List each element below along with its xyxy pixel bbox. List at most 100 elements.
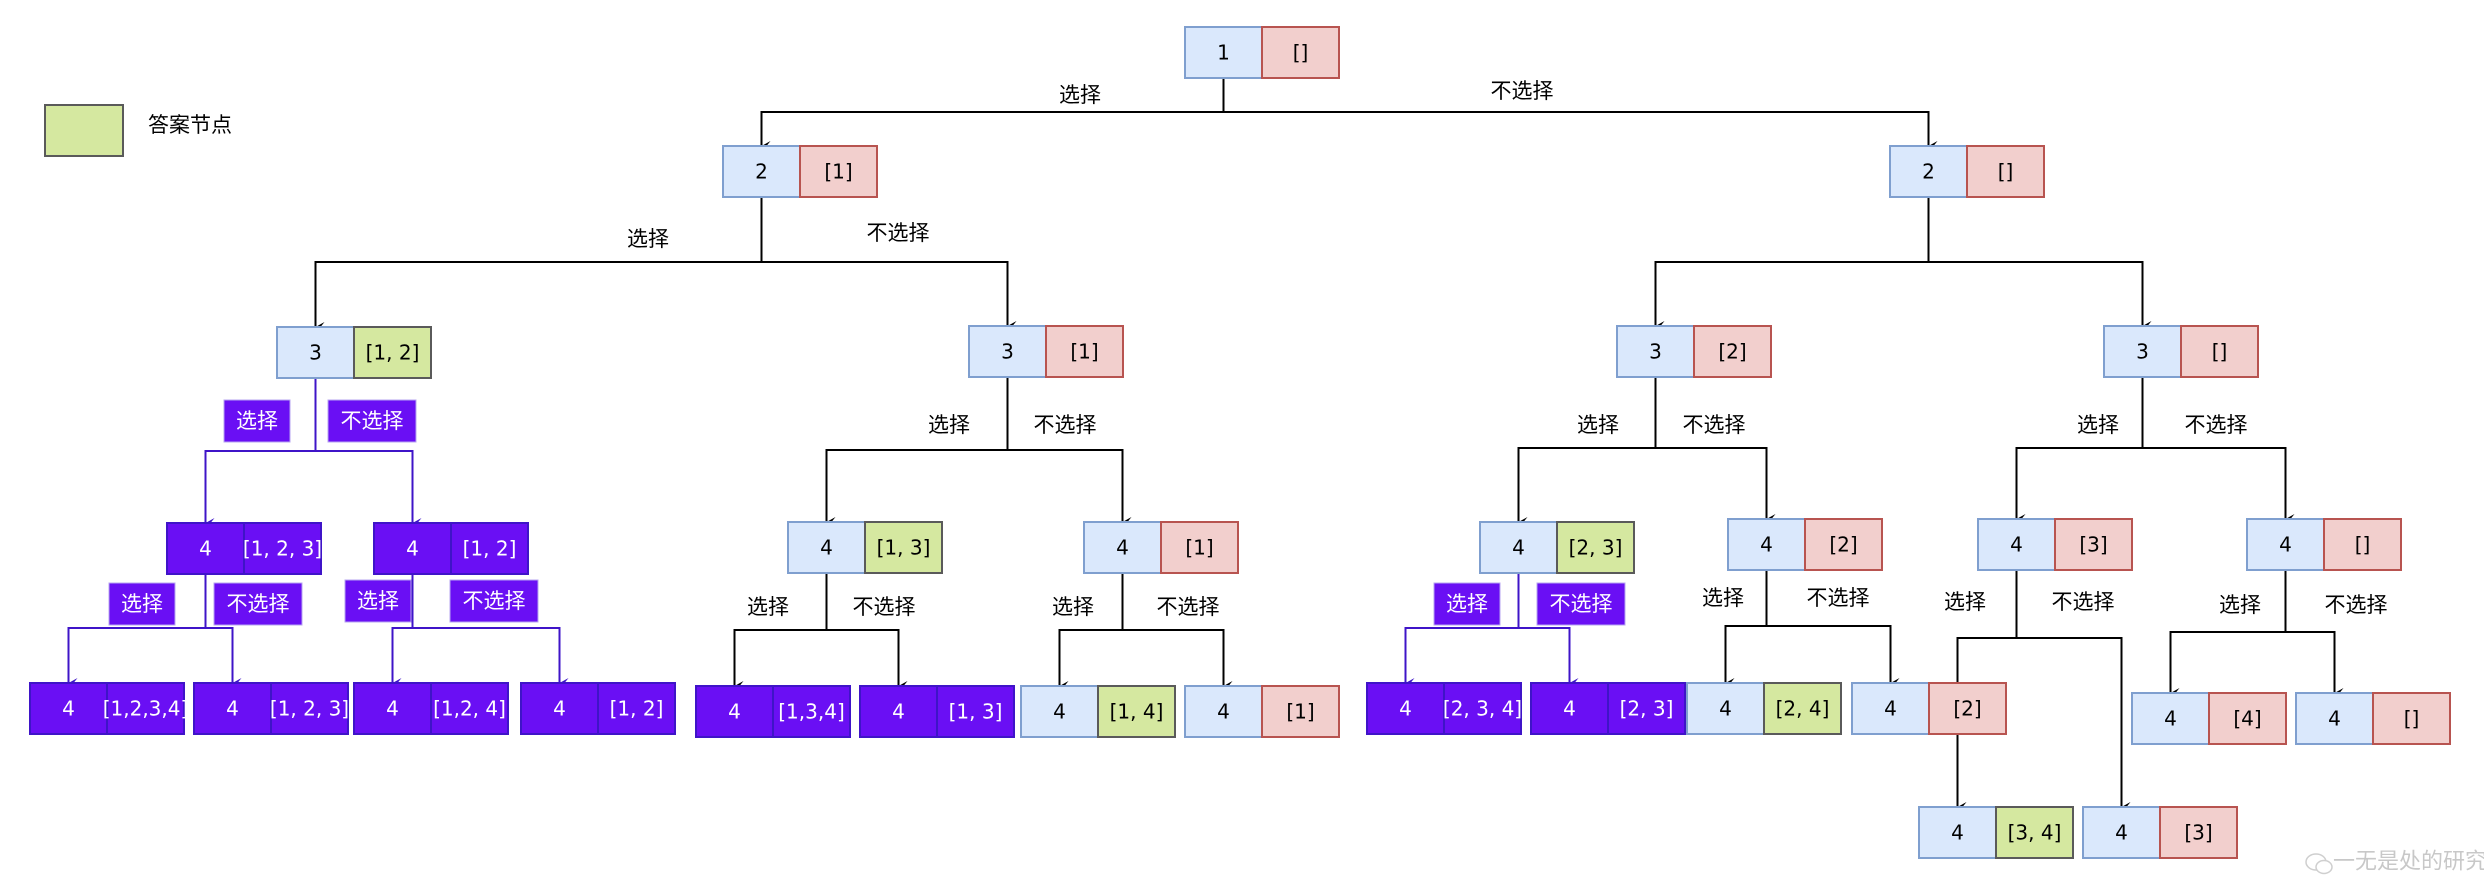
pruned-label-box (108, 582, 176, 626)
node-index-cell (1889, 145, 1968, 198)
node-subset-cell (430, 682, 509, 735)
node-subset-cell (1261, 26, 1340, 79)
edge-label-text: 选择 (1702, 586, 1744, 610)
node-subset: [1, 2] (610, 697, 664, 721)
edge-label-skip: 不选择 (1807, 586, 1870, 610)
node-subset-cell (243, 522, 322, 575)
tree-node: 4[1, 2] (373, 522, 529, 575)
edge-label-text: 选择 (2219, 593, 2261, 617)
node-subset-cell (1928, 682, 2007, 735)
edge-label-text: 不选择 (1491, 79, 1554, 103)
node-index: 2 (1922, 160, 1935, 184)
edge-skip (2285, 631, 2344, 698)
tree-node: 4[1] (1184, 685, 1340, 738)
tree-node: 3[1] (968, 325, 1124, 378)
node-index: 4 (2115, 821, 2128, 845)
edge-skip (1007, 449, 1132, 527)
edge-label-text: 不选择 (1550, 592, 1613, 616)
legend-answer-swatch (44, 104, 124, 157)
edge-choose (1956, 637, 2017, 812)
node-subset-cell (1804, 518, 1883, 571)
tree-node: 3[] (2103, 325, 2259, 378)
edge-label-skip: 不选择 (449, 579, 539, 623)
edge-choose (1654, 261, 1929, 331)
edges-layer (67, 78, 2344, 812)
edge-group-n4d (1058, 573, 1233, 691)
node-index: 4 (1951, 821, 1964, 845)
node-subset-cell (2054, 518, 2133, 571)
tree-node: 4[2] (1851, 682, 2007, 735)
tree-node: 4[2, 3] (1530, 682, 1686, 735)
node-subset-cell (2323, 518, 2402, 571)
node-index: 3 (1001, 340, 1014, 364)
tree-node: 2[1] (722, 145, 878, 198)
edge-label-text: 不选择 (1683, 413, 1746, 437)
tree-node: 1[] (1184, 26, 1340, 79)
edge-label-skip: 不选择 (1491, 79, 1554, 103)
edge-label-text: 选择 (121, 592, 163, 616)
node-subset: [1, 4] (1110, 700, 1164, 724)
edge-skip (1223, 111, 1938, 151)
edge-choose (1517, 447, 1656, 527)
tree-node: 3[2] (1616, 325, 1772, 378)
edge-skip (1122, 629, 1233, 691)
node-subset: [2, 3, 4] (1443, 697, 1522, 721)
tree-node: 4[1,2,3,4] (29, 682, 188, 735)
edge-label-text: 不选择 (853, 595, 916, 619)
edge-label-skip: 不选择 (853, 595, 916, 619)
node-index: 4 (2164, 707, 2177, 731)
edge-label-text: 选择 (1052, 595, 1094, 619)
tree-node: 4[1, 3] (859, 685, 1015, 738)
tree-node: 4[1,3,4] (695, 685, 851, 738)
node-subset: [2, 3] (1620, 697, 1674, 721)
edge-label-choose: 选择 (627, 227, 669, 251)
node-index: 4 (1512, 536, 1525, 560)
edge-choose (733, 629, 827, 691)
node-index-cell (1184, 26, 1263, 79)
edge-label-choose: 选择 (1944, 590, 1986, 614)
node-index: 2 (755, 160, 768, 184)
edge-label-text: 不选择 (341, 409, 404, 433)
edge-label-text: 选择 (357, 589, 399, 613)
node-subset: [4] (2233, 707, 2261, 731)
wechat-icon (2305, 853, 2333, 875)
node-subset-cell (597, 682, 676, 735)
edge-label-skip: 不选择 (213, 582, 303, 626)
node-index: 3 (2136, 340, 2149, 364)
node-index: 4 (1760, 533, 1773, 557)
edge-label-text: 不选择 (2052, 590, 2115, 614)
tree-node: 4[2, 4] (1686, 682, 1842, 735)
watermark-text: 一无是处的研究僧 (2333, 850, 2484, 875)
node-subset: [1, 2] (463, 537, 517, 561)
edge-group-n3a (204, 378, 422, 528)
edge-skip (1766, 625, 1900, 688)
pruned-label-box (1433, 582, 1501, 626)
node-index: 3 (309, 341, 322, 365)
node-index-cell (2295, 692, 2374, 745)
edge-labels-layer: 选择不选择选择不选择选择不选择选择不选择选择不选择选择不选择选择不选择选择不选择… (108, 79, 2388, 626)
tree-node: 4 [4] (2131, 692, 2287, 745)
node-subset-cell (1097, 685, 1176, 738)
node-index: 4 (2328, 707, 2341, 731)
node-index: 4 (62, 697, 75, 721)
edge-label-choose: 选择 (747, 595, 789, 619)
edge-group-n3b (825, 377, 1132, 527)
edge-label-text: 不选择 (2185, 413, 2248, 437)
node-subset-cell (864, 521, 943, 574)
node-subset-cell (1556, 521, 1635, 574)
edge-skip (826, 629, 908, 691)
tree-node: 4[2, 3, 4] (1366, 682, 1522, 735)
tree-node: 2[] (1889, 145, 2045, 198)
edge-skip (2142, 447, 2295, 524)
edge-label-text: 选择 (1577, 413, 1619, 437)
edge-skip (2016, 637, 2131, 812)
tree-node: 4[2, 3] (1479, 521, 1635, 574)
node-index-cell (520, 682, 599, 735)
node-index: 4 (2010, 533, 2023, 557)
edge-label-text: 不选择 (1157, 595, 1220, 619)
node-subset-cell (1966, 145, 2045, 198)
edge-skip (315, 450, 422, 528)
edge-label-choose: 选择 (1433, 582, 1501, 626)
node-index: 4 (553, 697, 566, 721)
